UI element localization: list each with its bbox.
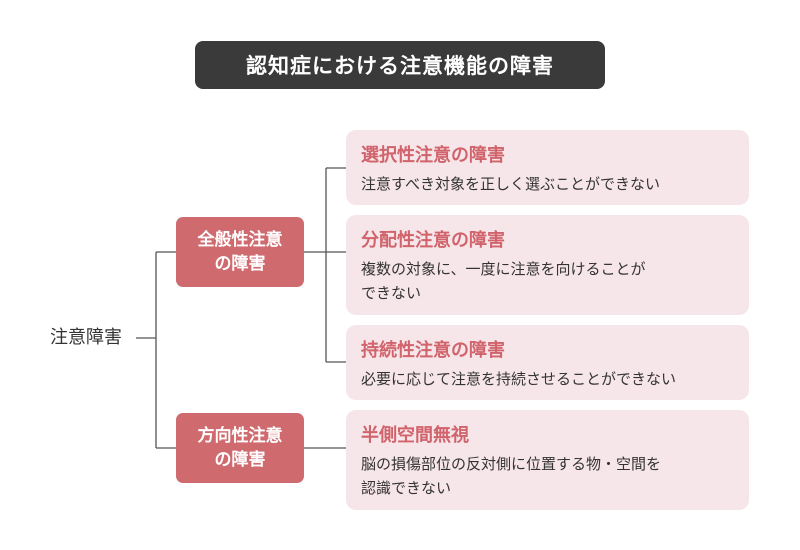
card-title: 半側空間無視 xyxy=(361,425,469,446)
card-title: 分配性注意の障害 xyxy=(361,230,505,251)
card-description: 脳の損傷部位の反対側に位置する物・空間を xyxy=(361,455,662,473)
category-label-line1: 方向性注意 xyxy=(197,426,283,446)
card-title: 選択性注意の障害 xyxy=(361,145,505,166)
root-node: 注意障害 xyxy=(50,327,122,348)
card-hemispatial-neglect: 半側空間無視 脳の損傷部位の反対側に位置する物・空間を 認識できない xyxy=(346,410,749,510)
category-label-line2: の障害 xyxy=(214,450,266,470)
category-label-line1: 全般性注意 xyxy=(197,230,283,250)
card-title: 持続性注意の障害 xyxy=(361,340,505,361)
category-general-attention: 全般性注意 の障害 xyxy=(176,217,304,287)
card-divided-attention: 分配性注意の障害 複数の対象に、一度に注意を向けることが できない xyxy=(346,215,749,315)
card-description: 注意すべき対象を正しく選ぶことができない xyxy=(361,175,660,193)
card-description: 必要に応じて注意を持続させることができない xyxy=(361,370,677,388)
category-directional-attention: 方向性注意 の障害 xyxy=(176,413,304,483)
card-description-line2: できない xyxy=(361,284,422,302)
card-description-line2: 認識できない xyxy=(361,479,452,497)
card-description: 複数の対象に、一度に注意を向けることが xyxy=(361,260,646,278)
card-selective-attention: 選択性注意の障害 注意すべき対象を正しく選ぶことができない xyxy=(346,130,749,205)
category-label-line2: の障害 xyxy=(214,254,266,274)
card-sustained-attention: 持続性注意の障害 必要に応じて注意を持続させることができない xyxy=(346,325,749,400)
diagram-title: 認知症における注意機能の障害 xyxy=(195,41,605,89)
